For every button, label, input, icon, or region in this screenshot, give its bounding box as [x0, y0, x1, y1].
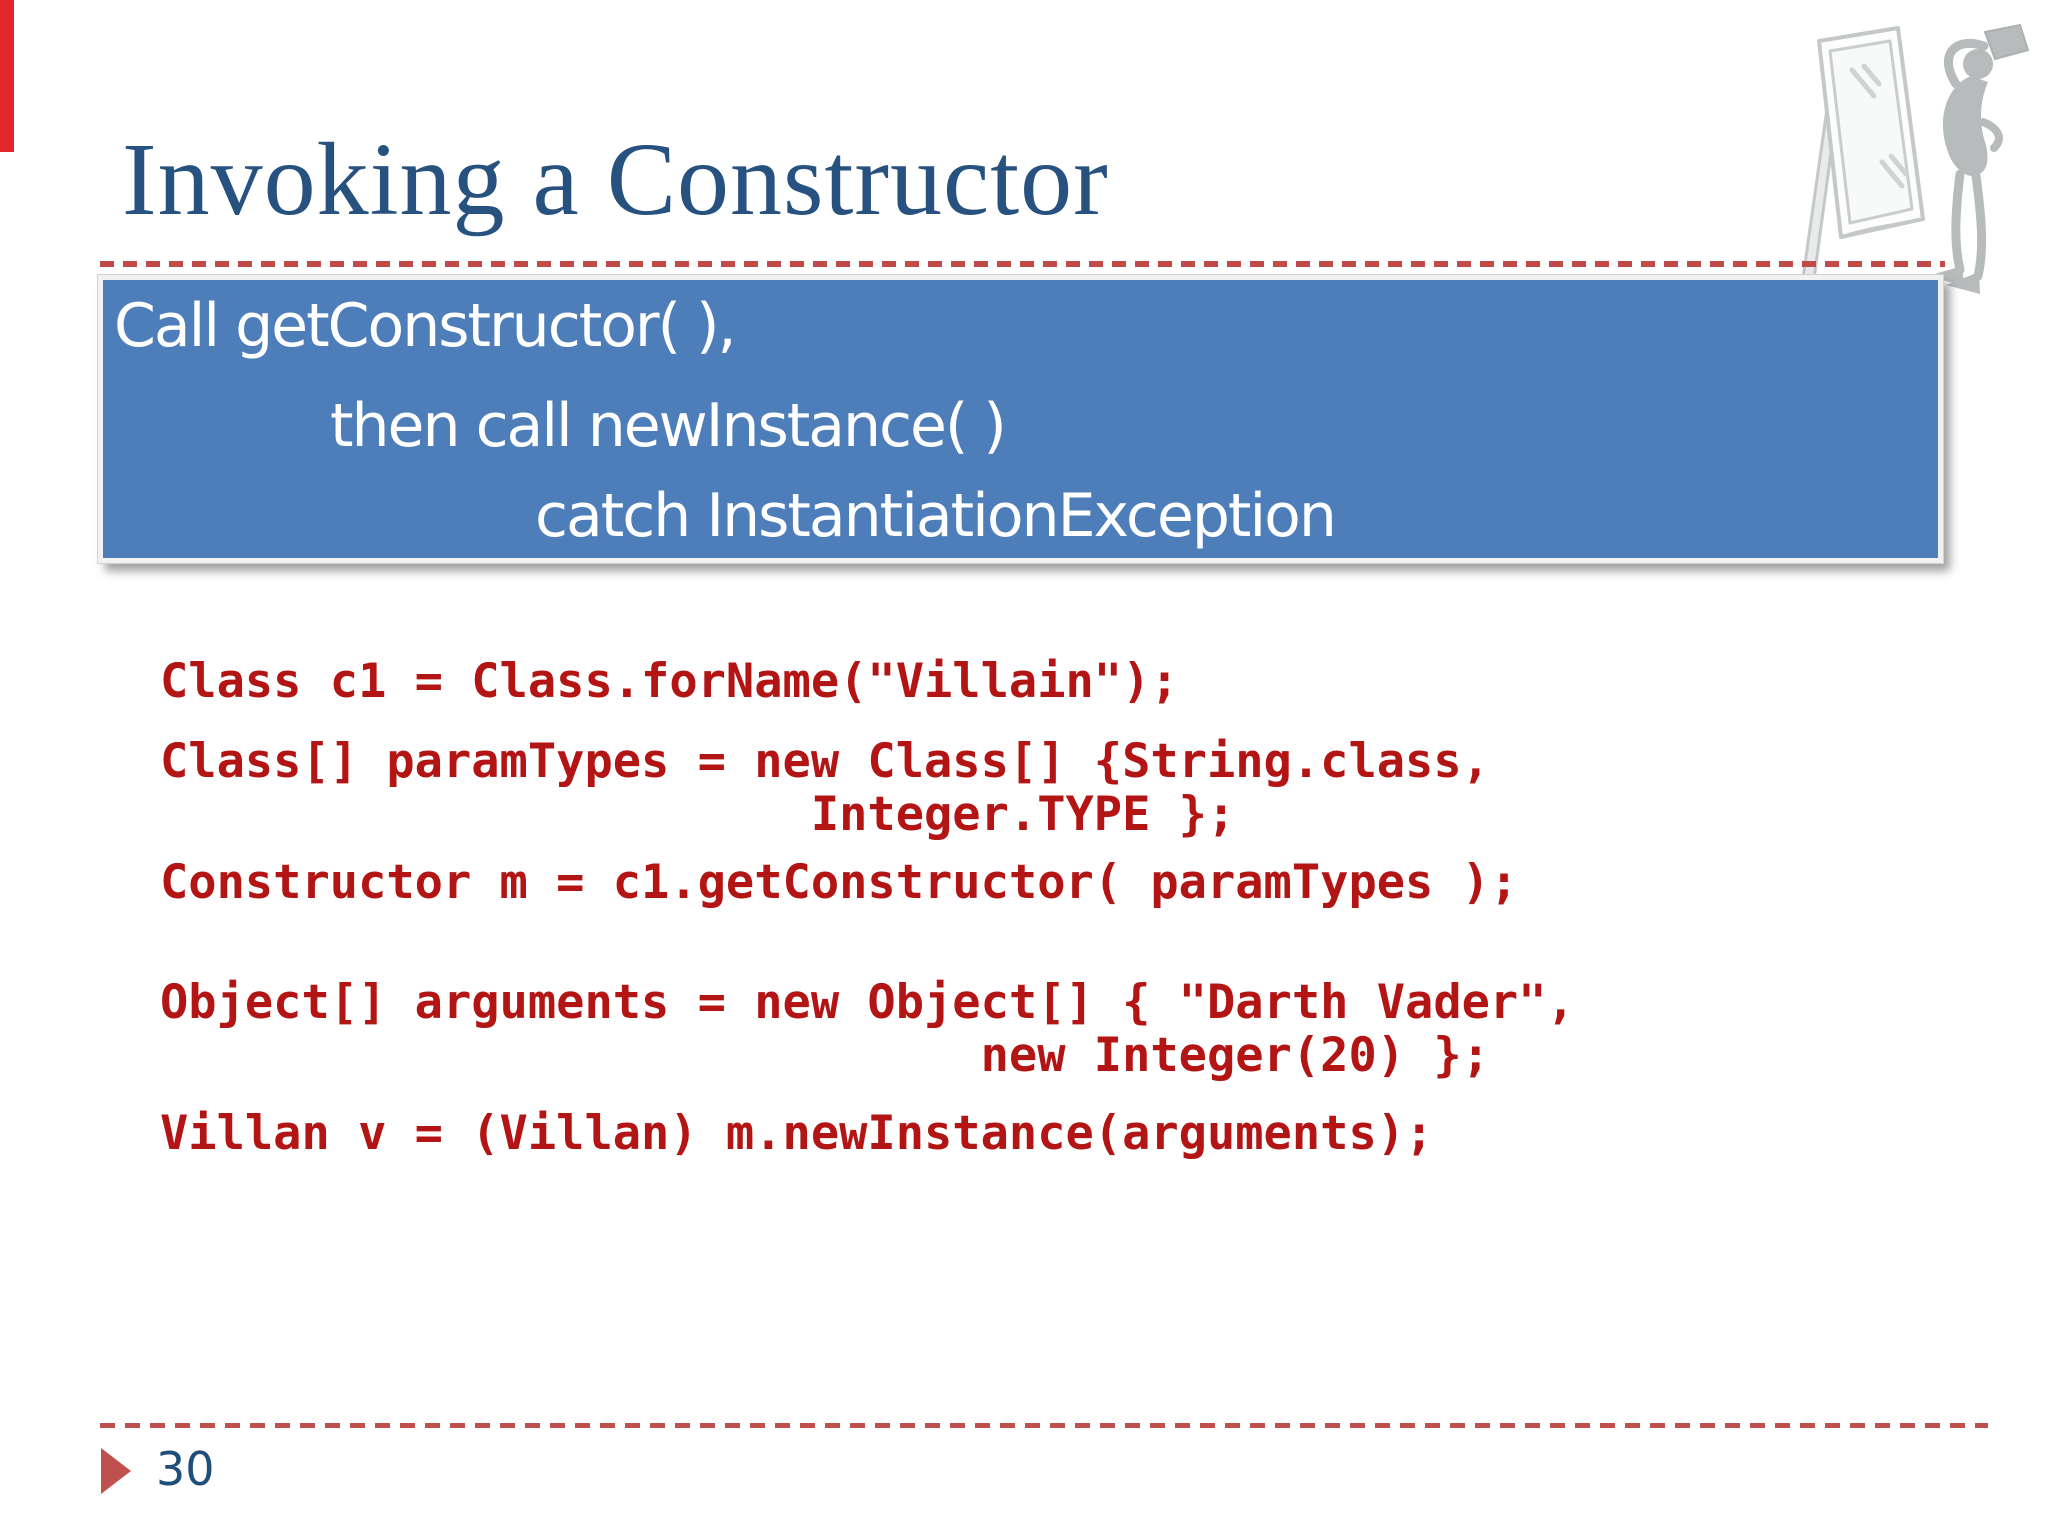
callout-line: then call newInstance( ) — [330, 391, 1007, 461]
callout-line: catch InstantiationException — [535, 481, 1337, 551]
mirror-icon — [1799, 26, 1925, 296]
footer-dashed-line — [100, 1423, 1988, 1428]
person-icon — [1928, 23, 2030, 294]
code-line: Integer.TYPE }; — [160, 787, 1236, 842]
code-line: Villan v = (Villan) m.newInstance(argume… — [160, 1106, 1434, 1161]
page-number-bullet-icon — [101, 1448, 131, 1494]
callout-box: Call getConstructor( ), then call newIns… — [98, 275, 1943, 563]
mirror-person-clipart — [1799, 23, 2030, 296]
callout-line: Call getConstructor( ), — [114, 291, 737, 361]
code-line: Object[] arguments = new Object[] { "Dar… — [160, 975, 1575, 1030]
page-title: Invoking a Constructor — [122, 122, 1109, 237]
code-block: Class c1 = Class.forName("Villain"); Cla… — [160, 655, 1575, 1160]
code-line: Constructor m = c1.getConstructor( param… — [160, 855, 1519, 910]
corner-accent-bar — [0, 0, 14, 152]
code-line: Class[] paramTypes = new Class[] {String… — [160, 734, 1490, 789]
title-divider-dashed-line — [100, 261, 1945, 267]
page-number: 30 — [156, 1442, 215, 1496]
code-line: new Integer(20) }; — [160, 1028, 1490, 1083]
code-line: Class c1 = Class.forName("Villain"); — [160, 654, 1179, 709]
